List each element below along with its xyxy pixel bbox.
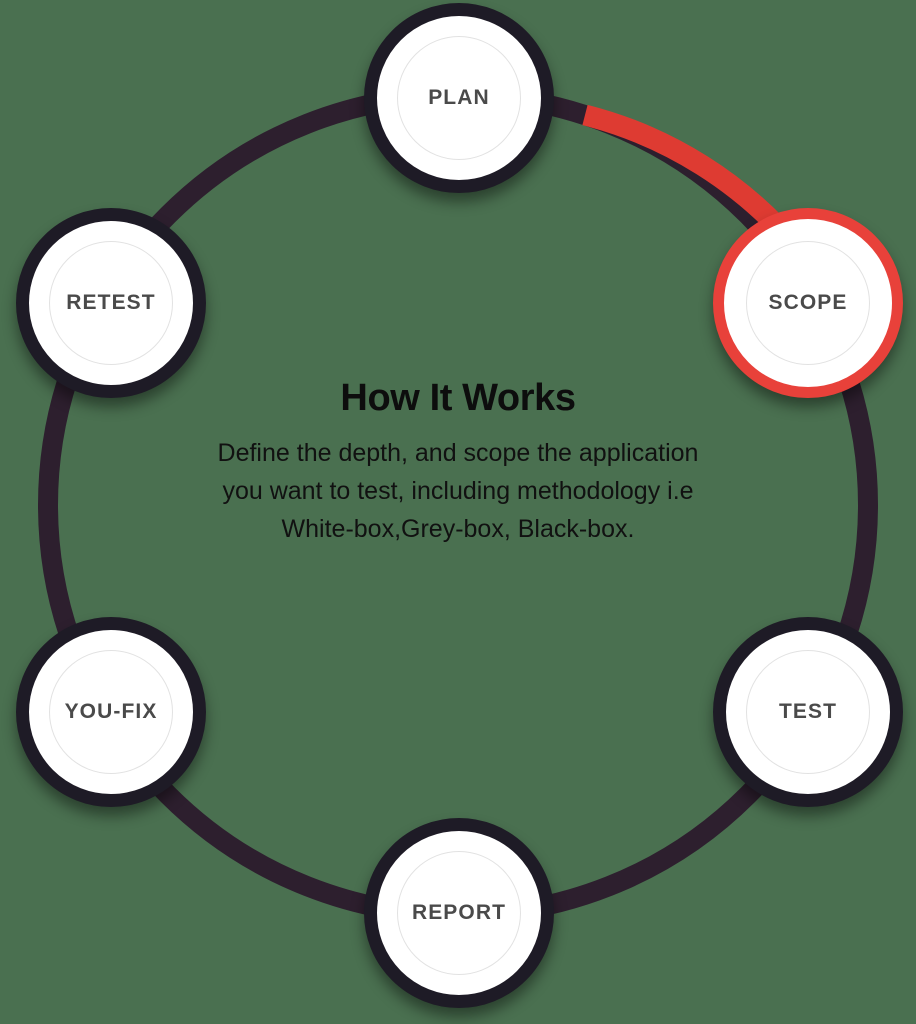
process-node-plan[interactable]: PLAN: [364, 3, 554, 193]
process-node-label: RETEST: [66, 291, 156, 314]
center-description: Define the depth, and scope the applicat…: [217, 438, 699, 543]
process-node-label: YOU-FIX: [64, 700, 158, 723]
process-node-retest[interactable]: RETEST: [16, 208, 206, 398]
page-title: How It Works: [340, 377, 576, 419]
process-node-label: PLAN: [428, 86, 490, 109]
process-node-test[interactable]: TEST: [713, 617, 903, 807]
process-node-scope[interactable]: SCOPE: [713, 208, 903, 398]
process-node-label: SCOPE: [768, 291, 848, 314]
process-node-you-fix[interactable]: YOU-FIX: [16, 617, 206, 807]
center-content: How It Works Define the depth, and scope…: [178, 377, 738, 548]
process-node-label: TEST: [778, 700, 838, 723]
process-node-label: REPORT: [411, 901, 507, 924]
process-node-report[interactable]: REPORT: [364, 818, 554, 1008]
